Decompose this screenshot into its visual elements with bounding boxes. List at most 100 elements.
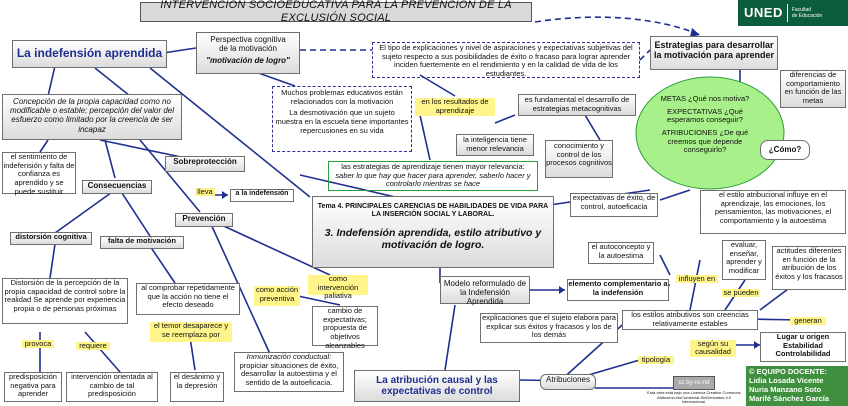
- como-intervencion-text: como intervención paliativa: [317, 274, 359, 301]
- muchos-problemas-line1: Muchos problemas educativos están relaci…: [281, 88, 403, 106]
- inmunizacion-text: propiciar situaciones de éxito, desarrol…: [239, 360, 339, 387]
- tipologia-text: tipología: [641, 355, 671, 364]
- label-se-pueden: se pueden: [722, 288, 760, 298]
- estrategias-relevancia-line1: las estrategias de aprendizaje tienen ma…: [341, 162, 525, 171]
- temor-text: el temor desaparece y se reemplaza por: [153, 321, 229, 339]
- node-distorsion: distorsión cognitiva: [10, 232, 92, 245]
- node-atribucion-causal: La atribución causal y las expectativas …: [354, 370, 520, 402]
- label-generan: generan: [790, 316, 826, 326]
- node-predisposicion: predisposición negativa para aprender: [4, 372, 62, 402]
- team-author-1: Lidia Losada Vicente: [749, 376, 824, 385]
- node-evaluar: evaluar, enseñar, aprender y modificar: [722, 240, 766, 280]
- estrategias-text: Estrategias para desarrollar la motivaci…: [653, 40, 775, 61]
- perspectiva-line1: Perspectiva cognitiva: [210, 35, 286, 44]
- label-lleva: lleva: [195, 187, 215, 197]
- atribuciones-text: Atribuciones: [545, 375, 591, 384]
- uned-logo-text: UNED: [744, 4, 783, 20]
- node-estilos-atributivos: los estilos atributivos son creencias re…: [622, 310, 758, 330]
- uned-logo-subtitle-2: de Educación: [791, 13, 823, 19]
- node-como: ¿Cómo?: [760, 140, 810, 160]
- modelo-reformulado-text: Modelo reformulado de la Indefensión Apr…: [443, 279, 527, 307]
- node-modelo-reformulado: Modelo reformulado de la Indefensión Apr…: [440, 276, 530, 307]
- perspectiva-line2: de la motivación: [219, 44, 277, 54]
- node-perspectiva: Perspectiva cognitiva de la motivación "…: [196, 32, 300, 74]
- label-tipologia: tipología: [638, 355, 674, 365]
- distorsion-percepcion-text: Distorsión de la percepción de la propia…: [4, 278, 126, 313]
- node-temor: el temor desaparece y se reemplaza por: [150, 321, 232, 342]
- como-text: ¿Cómo?: [768, 145, 802, 155]
- conocimiento-control-text: conocimiento y control de los procesos c…: [546, 141, 612, 168]
- segun-causalidad-text: según su causalidad: [695, 339, 731, 357]
- elemento-complementario-text: elemento complementario a la indefensión: [568, 279, 668, 297]
- label-influyen-en: influyen en: [676, 274, 718, 284]
- node-conocimiento-control: conocimiento y control de los procesos c…: [545, 140, 613, 178]
- sobreproteccion-text: Sobreprotección: [173, 157, 237, 166]
- provoca-text: provoca: [24, 339, 52, 348]
- concepcion-text: Concepción de la propia capacidad como n…: [9, 97, 175, 134]
- lleva-text: lleva: [197, 187, 213, 196]
- team-heading: © EQUIPO DOCENTE:: [749, 367, 828, 376]
- node-a-indefension: a la indefensión: [230, 189, 294, 202]
- node-actitudes: actitudes diferentes en función de la at…: [772, 246, 846, 290]
- node-atribuciones: Atribuciones: [540, 374, 596, 390]
- node-concepcion: Concepción de la propia capacidad como n…: [2, 94, 182, 140]
- node-sentimiento: el sentimiento de indefensión y falta de…: [2, 152, 76, 196]
- perspectiva-line3: "motivación de logro": [206, 56, 290, 66]
- evaluar-text: evaluar, enseñar, aprender y modificar: [726, 240, 762, 275]
- prevencion-text: Prevención: [182, 214, 226, 223]
- label-segun-causalidad: según su causalidad: [690, 339, 736, 357]
- team-author-2: Nuria Manzano Soto: [749, 385, 822, 394]
- node-tipo-explicaciones: El tipo de explicaciones y nivel de aspi…: [372, 42, 640, 78]
- team-box: © EQUIPO DOCENTE: Lidia Losada Vicente N…: [746, 366, 848, 406]
- node-expectativas-exito: expectativas de éxito, de control, autoe…: [570, 193, 658, 217]
- tema4-subtitle: 3. Indefensión aprendida, estilo atribut…: [324, 227, 542, 252]
- node-estrategias-relevancia: las estrategias de aprendizaje tienen ma…: [328, 161, 538, 191]
- requiere-text: requiere: [79, 341, 107, 350]
- node-muchos-problemas: Muchos problemas educativos están relaci…: [272, 86, 412, 152]
- estilo-atribucional-text: el estilo atribucional influye en el apr…: [714, 190, 832, 225]
- como-accion-text: como acción preventiva: [255, 285, 299, 303]
- node-consecuencias: Consecuencias: [82, 180, 152, 194]
- atribucion-causal-text: La atribución causal y las expectativas …: [376, 374, 498, 398]
- node-indefension: La indefensión aprendida: [12, 40, 167, 68]
- node-cambio-expectativas: cambio de expectativas; propuesta de obj…: [312, 306, 378, 349]
- explicaciones-sujeto-text: explicaciones que el sujeto elabora para…: [482, 313, 616, 340]
- node-distorsion-percepcion: Distorsión de la percepción de la propia…: [2, 278, 128, 324]
- distorsion-text: distorsión cognitiva: [15, 232, 87, 241]
- node-indefension-label: La indefensión aprendida: [16, 46, 163, 61]
- node-al-comprobar: al comprobar repetidamente que la acción…: [136, 283, 240, 315]
- node-sobreproteccion: Sobreprotección: [165, 156, 245, 172]
- expectativas-question: EXPECTATIVAS ¿Qué esperamos conseguir?: [667, 106, 743, 125]
- node-prevencion: Prevención: [175, 213, 233, 227]
- desanimo-text: el desánimo y la depresión: [173, 372, 221, 390]
- uned-logo-subtitle-1: Facultad: [791, 7, 812, 13]
- se-pueden-text: se pueden: [723, 288, 759, 297]
- estilos-atributivos-text: los estilos atributivos son creencias re…: [631, 310, 749, 328]
- atribuciones-question: ATRIBUCIONES ¿De qué creemos que depende…: [661, 127, 749, 155]
- sentimiento-text: el sentimiento de indefensión y falta de…: [3, 152, 75, 196]
- node-desanimo: el desánimo y la depresión: [170, 372, 224, 402]
- expectativas-exito-text: expectativas de éxito, de control, autoe…: [572, 193, 656, 211]
- node-explicaciones-sujeto: explicaciones que el sujeto elabora para…: [480, 313, 618, 343]
- map-title: INTERVENCIÓN SOCIOEDUCATIVA PARA LA PREV…: [140, 0, 532, 24]
- falta-motivacion-text: falta de motivación: [108, 236, 176, 245]
- uned-logo: UNED Facultad de Educación: [738, 0, 848, 26]
- autoconcepto-text: el autoconcepto y la autoestima: [591, 242, 651, 260]
- metas-question: METAS ¿Qué nos motiva?: [660, 94, 750, 103]
- license-block: cc by-nc-nd Esta obra está bajo una Lice…: [646, 376, 742, 404]
- node-elemento-complementario: elemento complementario a la indefensión: [567, 279, 669, 301]
- node-lugar-origen: Lugar u origen Estabilidad Controlabilid…: [760, 332, 846, 362]
- node-estilo-atribucional: el estilo atribucional influye en el apr…: [700, 190, 846, 234]
- intervencion-orientada-text: intervención orientada al cambio de tal …: [71, 372, 153, 399]
- node-en-resultados: en los resultados de aprendizaje: [415, 97, 495, 116]
- muchos-problemas-line2: La desmotivación que un sujeto muestra e…: [275, 108, 409, 135]
- tipo-explicaciones-text: El tipo de explicaciones y nivel de aspi…: [379, 43, 633, 78]
- estrategias-relevancia-line2: saber lo que hay que hacer para aprender…: [335, 170, 531, 189]
- node-autoconcepto: el autoconcepto y la autoestima: [588, 242, 654, 264]
- node-como-intervencion: como intervención paliativa: [308, 274, 368, 300]
- tema4-heading: Tema 4. PRINCIPALES CARENCIAS DE HABILID…: [317, 203, 549, 219]
- consecuencias-text: Consecuencias: [87, 181, 147, 190]
- lugar-origen-text: Lugar u origen Estabilidad Controlabilid…: [775, 332, 831, 359]
- team-author-3: Marifé Sánchez García: [749, 394, 830, 403]
